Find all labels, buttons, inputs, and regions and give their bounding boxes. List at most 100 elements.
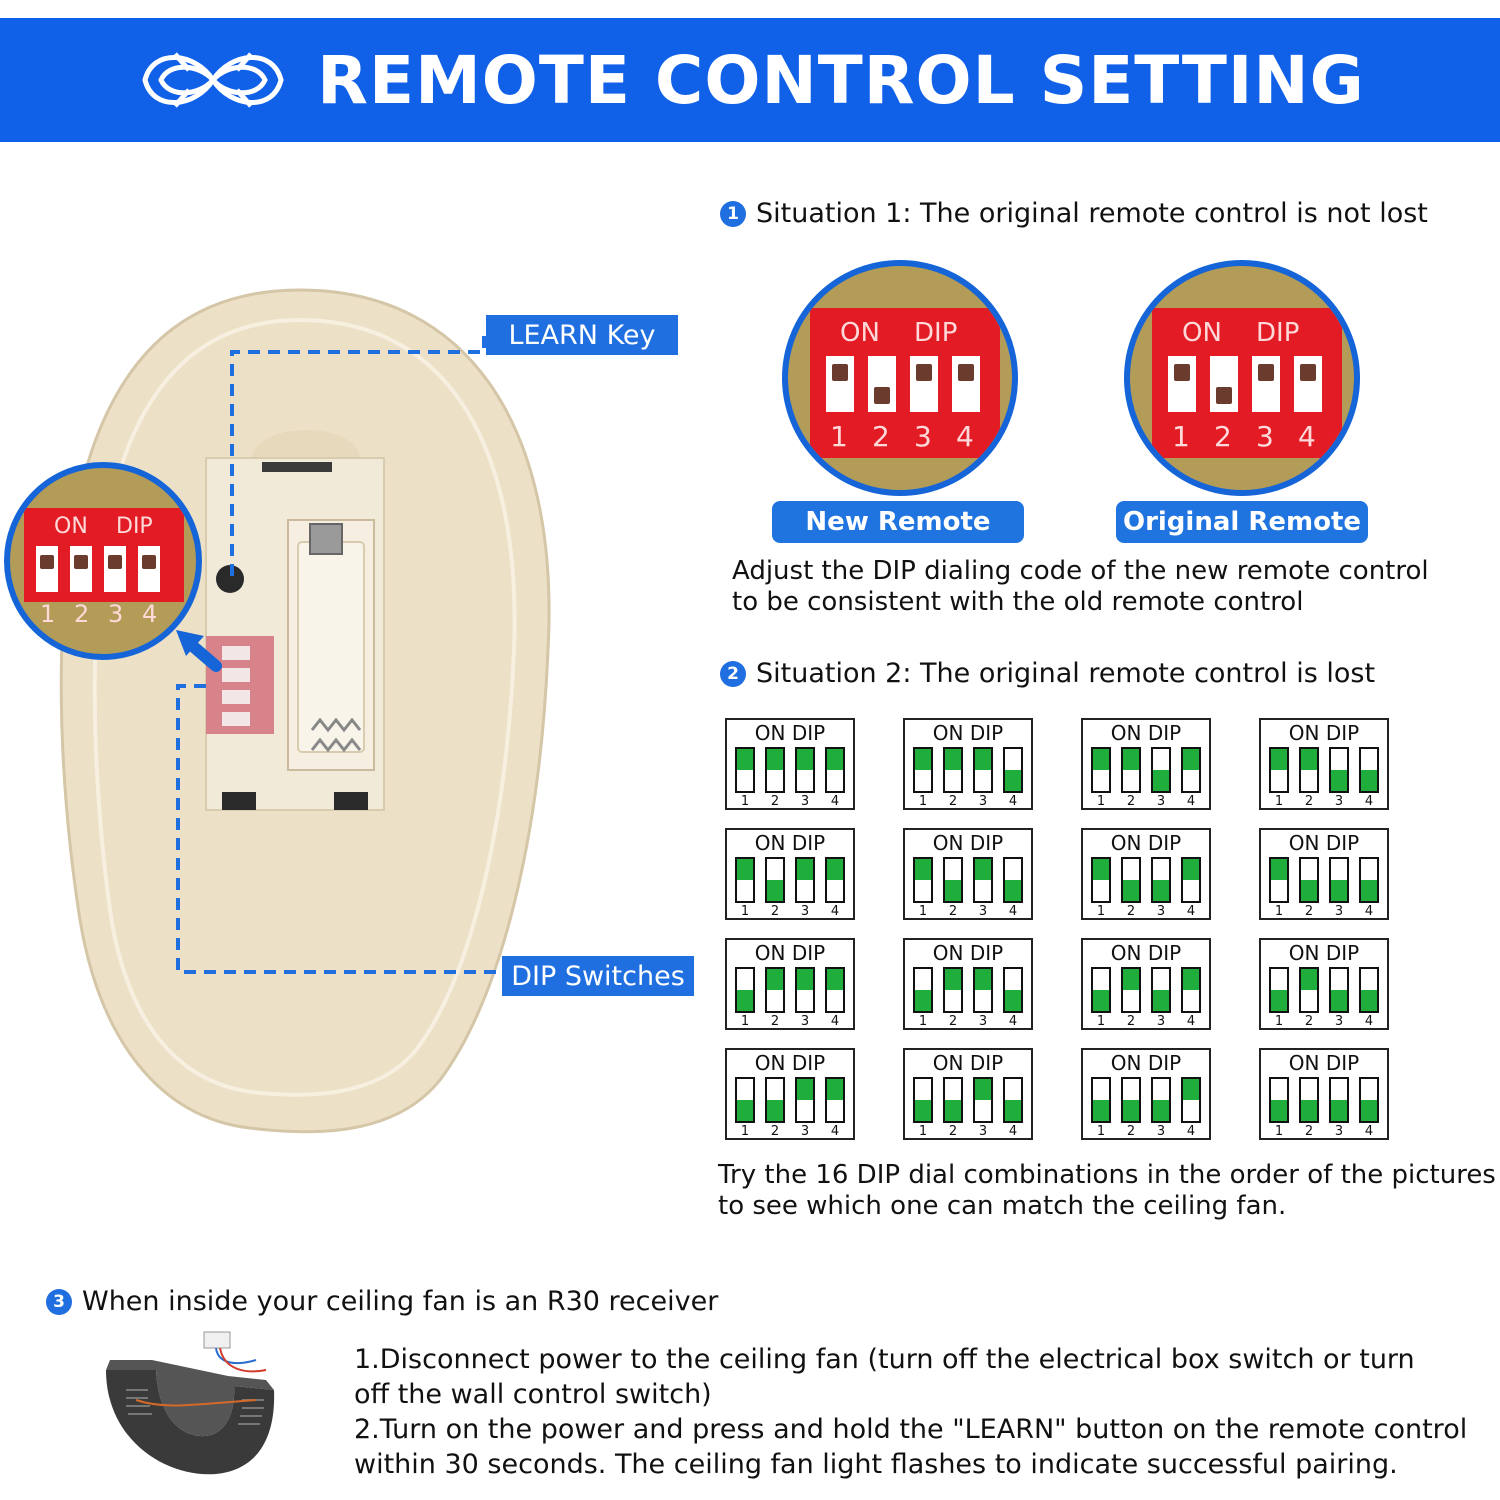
dip-switch-knob	[1123, 880, 1139, 901]
dip-switch-number: 2	[770, 1014, 780, 1029]
dip-switch-knob	[1123, 1100, 1139, 1121]
dip-switch-knob	[1183, 1079, 1199, 1100]
dip-switch-3	[1151, 747, 1171, 793]
dip-switch-4	[1359, 967, 1379, 1013]
dip-switch-number: 1	[918, 794, 928, 809]
step-number-2: 2	[720, 660, 746, 687]
r30-receiver-image	[106, 1331, 275, 1475]
dip-switch-number: 2	[1126, 1014, 1136, 1029]
dip-switch-4	[1359, 857, 1379, 903]
dip-switch-1	[1269, 747, 1289, 793]
dip-switch-knob	[915, 990, 931, 1011]
dip-switch-number: 1	[918, 1014, 928, 1029]
dip-combo-header: ON DIP	[1288, 831, 1360, 855]
situation1-desc-line1: Adjust the DIP dialing code of the new r…	[732, 556, 1429, 586]
dip-switch-number: 2	[1126, 794, 1136, 809]
dip-switch-1	[1091, 967, 1111, 1013]
dip-switch-2	[1121, 747, 1141, 793]
dip-switch-number: 3	[978, 1014, 988, 1029]
dip-switch-number: 3	[1334, 904, 1344, 919]
dip-switch-knob	[1183, 749, 1199, 770]
dip-switch-4	[825, 857, 845, 903]
situation1-desc-line2: to be consistent with the old remote con…	[732, 587, 1304, 617]
dip-switch-number: 1	[740, 904, 750, 919]
dip-switch-number: 3	[800, 1124, 810, 1139]
step1-line1: 1.Disconnect power to the ceiling fan (t…	[354, 1344, 1415, 1375]
dip-switch-4	[1003, 1077, 1023, 1123]
dip-switch-knob	[1361, 880, 1377, 901]
dip-switch-2	[943, 1077, 963, 1123]
dip-switch-number: 2	[948, 904, 958, 919]
dip-switch-number: 3	[1334, 1014, 1344, 1029]
dip-switch-2	[943, 967, 963, 1013]
dip-switch-knob	[1183, 859, 1199, 880]
dip-switch-knob	[1301, 969, 1317, 990]
dip-switch-knob	[1301, 880, 1317, 901]
dip-switch-knob	[945, 749, 961, 770]
dip-switch-4	[825, 1077, 845, 1123]
learn-key-label: LEARN Key	[486, 315, 678, 355]
dip-switch-knob	[1271, 859, 1287, 880]
dip-switch-number: 3	[1156, 1124, 1166, 1139]
dip-switch-3	[1329, 967, 1349, 1013]
dip-switch-number: 3	[978, 794, 988, 809]
dip-switch-4	[1003, 857, 1023, 903]
dip-combo-header: ON DIP	[1110, 721, 1182, 745]
dip-switch-number: 4	[1364, 794, 1374, 809]
dip-switch-number: 2	[1304, 794, 1314, 809]
dip-switch-number: 4	[830, 794, 840, 809]
dip-combo-header: ON DIP	[1288, 941, 1360, 965]
infinity-knot-icon	[142, 52, 284, 108]
dip-switch-number: 4	[1008, 904, 1018, 919]
dip-switch-number: 1	[740, 1014, 750, 1029]
dip-switch-3	[795, 857, 815, 903]
dip-switch-1	[1091, 1077, 1111, 1123]
dip-switch-knob	[827, 1079, 843, 1100]
dip-switch-number: 1	[1274, 1124, 1284, 1139]
dip-switch-number: 1	[1096, 1014, 1106, 1029]
dip-switch-number: 1	[740, 794, 750, 809]
page-title: REMOTE CONTROL SETTING	[317, 41, 1365, 119]
dip-switch-knob	[915, 1100, 931, 1121]
dip-switch-number: 4	[1186, 1014, 1196, 1029]
dip-switch-3	[1329, 857, 1349, 903]
situation2-desc-line1: Try the 16 DIP dial combinations in the …	[718, 1160, 1496, 1190]
dip-switch-number: 4	[1364, 904, 1374, 919]
dip-switch-number: 3	[1334, 794, 1344, 809]
dip-switch-knob	[975, 749, 991, 770]
dip-switch-1	[735, 747, 755, 793]
dip-switch-number: 2	[1304, 1014, 1314, 1029]
dip-switch-2	[765, 747, 785, 793]
orig-num-2: 2	[1214, 420, 1232, 453]
step2-line1: 2.Turn on the power and press and hold t…	[354, 1414, 1468, 1445]
dip-switch-knob	[797, 859, 813, 880]
dip-combo-header: ON DIP	[932, 941, 1004, 965]
dip-switch-4	[825, 967, 845, 1013]
situation3-steps: 1.Disconnect power to the ceiling fan (t…	[354, 1342, 1467, 1482]
dip-switch-1	[913, 747, 933, 793]
dip-switch-1	[1091, 747, 1111, 793]
dip-switch-number: 3	[800, 904, 810, 919]
dip-switch-1	[1269, 967, 1289, 1013]
dip-switch-number: 4	[1186, 794, 1196, 809]
dip-switch-3	[1151, 857, 1171, 903]
dip-switch-number: 1	[1096, 904, 1106, 919]
dip-switch-knob	[1153, 880, 1169, 901]
dip-switch-number: 4	[830, 1124, 840, 1139]
dip-switch-knob	[975, 859, 991, 880]
dip-switch-knob	[1123, 969, 1139, 990]
dip-switch-knob	[767, 880, 783, 901]
dip-switch-1	[735, 857, 755, 903]
dip-switch-number: 2	[770, 794, 780, 809]
dip-switch-3	[795, 967, 815, 1013]
dip-switch-knob	[915, 749, 931, 770]
dip-switch-number: 2	[770, 1124, 780, 1139]
